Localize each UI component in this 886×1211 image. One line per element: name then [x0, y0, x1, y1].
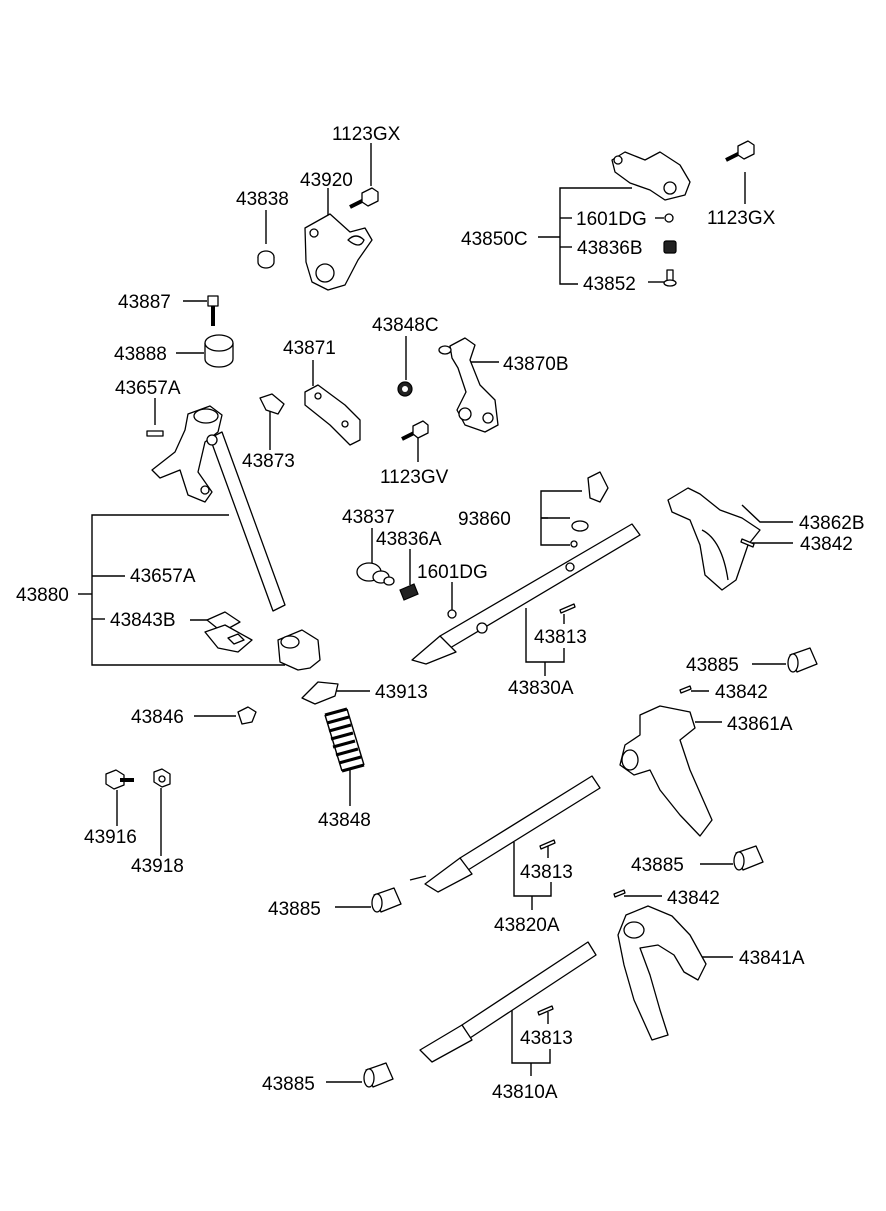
ball-1601dg-a-icon	[664, 213, 674, 223]
label-43842-c: 43842	[667, 888, 720, 909]
label-43813-a: 43813	[534, 627, 587, 648]
label-43810a: 43810A	[492, 1082, 558, 1103]
bushing-43888-icon	[204, 334, 234, 368]
label-1601dg-b: 1601DG	[417, 562, 488, 583]
bracket-43920-icon	[304, 213, 373, 291]
label-43916: 43916	[84, 827, 137, 848]
label-43820a: 43820A	[494, 915, 560, 936]
label-93860: 93860	[458, 509, 511, 530]
label-43848: 43848	[318, 810, 371, 831]
fork-43862b-icon	[667, 487, 761, 591]
label-1601dg-a: 1601DG	[576, 209, 647, 230]
label-43836a: 43836A	[376, 529, 442, 550]
bolt-43887-icon	[207, 295, 219, 326]
label-43885-d: 43885	[262, 1074, 315, 1095]
pin-43657a-icon	[146, 430, 164, 437]
label-43880: 43880	[16, 585, 69, 606]
bushing-43885-d-icon	[363, 1062, 394, 1088]
label-43887: 43887	[118, 292, 171, 313]
pin-43842-b-icon	[679, 685, 692, 694]
fitting-93860-icon	[570, 471, 609, 548]
leader-lines	[78, 143, 793, 1083]
label-1123gx-b: 1123GX	[707, 208, 776, 229]
label-43657a-a: 43657A	[115, 378, 181, 399]
plate-43913-icon	[301, 681, 339, 705]
label-43830a: 43830A	[508, 678, 574, 699]
label-43842-b: 43842	[715, 682, 768, 703]
spring-43848-icon	[324, 707, 365, 773]
label-43913: 43913	[375, 682, 428, 703]
plate-43843b-icon	[204, 611, 253, 653]
bracket-43850c-icon	[611, 151, 691, 201]
ball-1601dg-b-icon	[447, 609, 457, 619]
bushing-43885-c-icon	[371, 887, 402, 913]
label-43920: 43920	[300, 170, 353, 191]
plate-43871-icon	[304, 384, 361, 446]
part-labels: 1123GX 43920 43838 1123GX 1601DG 43850C …	[16, 124, 865, 1103]
label-43862b: 43862B	[799, 513, 865, 534]
label-43813-c: 43813	[520, 1028, 573, 1049]
shift-lever-43880-icon	[151, 405, 321, 671]
pin-43852-icon	[663, 269, 677, 287]
fork-43841a-icon	[617, 905, 707, 1041]
spring-43836a-icon	[399, 583, 419, 601]
spring-43836b-icon	[663, 240, 677, 254]
label-1123gv: 1123GV	[380, 467, 449, 488]
bolt-43916-icon	[105, 769, 134, 790]
label-43861a: 43861A	[727, 714, 793, 735]
label-1123gx-a: 1123GX	[332, 124, 401, 145]
clip-43873-icon	[259, 393, 285, 415]
nut-43918-icon	[153, 768, 171, 788]
label-43885-a: 43885	[686, 655, 739, 676]
label-43918: 43918	[131, 856, 184, 877]
label-43885-b: 43885	[631, 855, 684, 876]
lever-43870b-icon	[438, 337, 499, 433]
bolt-1123gx-right-icon	[725, 140, 755, 162]
label-43885-c: 43885	[268, 899, 321, 920]
plug-43838-icon	[257, 250, 275, 269]
plug-43837-icon	[356, 562, 395, 586]
label-43838: 43838	[236, 189, 289, 210]
label-43873: 43873	[242, 451, 295, 472]
label-43871: 43871	[283, 338, 336, 359]
bushing-43885-b-icon	[733, 845, 764, 871]
label-43846: 43846	[131, 707, 184, 728]
rod-43820a-icon	[409, 775, 601, 893]
pin-43842-a-icon	[740, 538, 755, 548]
label-43852: 43852	[583, 274, 636, 295]
pin-43842-c-icon	[613, 889, 626, 898]
bolt-43846-icon	[237, 706, 257, 725]
label-43657a-b: 43657A	[130, 566, 196, 587]
label-43836b: 43836B	[577, 238, 643, 259]
label-43848c: 43848C	[372, 315, 439, 336]
label-43837: 43837	[342, 507, 395, 528]
label-43850c: 43850C	[461, 229, 528, 250]
label-43888: 43888	[114, 344, 167, 365]
spring-43848c-icon	[397, 381, 413, 397]
label-43870b: 43870B	[503, 354, 569, 375]
label-43842-a: 43842	[800, 534, 853, 555]
label-43841a: 43841A	[739, 948, 805, 969]
part-drawings	[105, 140, 818, 1088]
rod-43830a-icon	[411, 523, 641, 665]
bushing-43885-a-icon	[787, 647, 818, 673]
bolt-1123gx-left-icon	[349, 187, 379, 209]
rod-43810a-icon	[419, 941, 597, 1063]
fork-43861a-icon	[619, 705, 713, 837]
label-43843b: 43843B	[110, 610, 176, 631]
label-43813-b: 43813	[520, 862, 573, 883]
bolt-1123gv-icon	[401, 420, 429, 441]
